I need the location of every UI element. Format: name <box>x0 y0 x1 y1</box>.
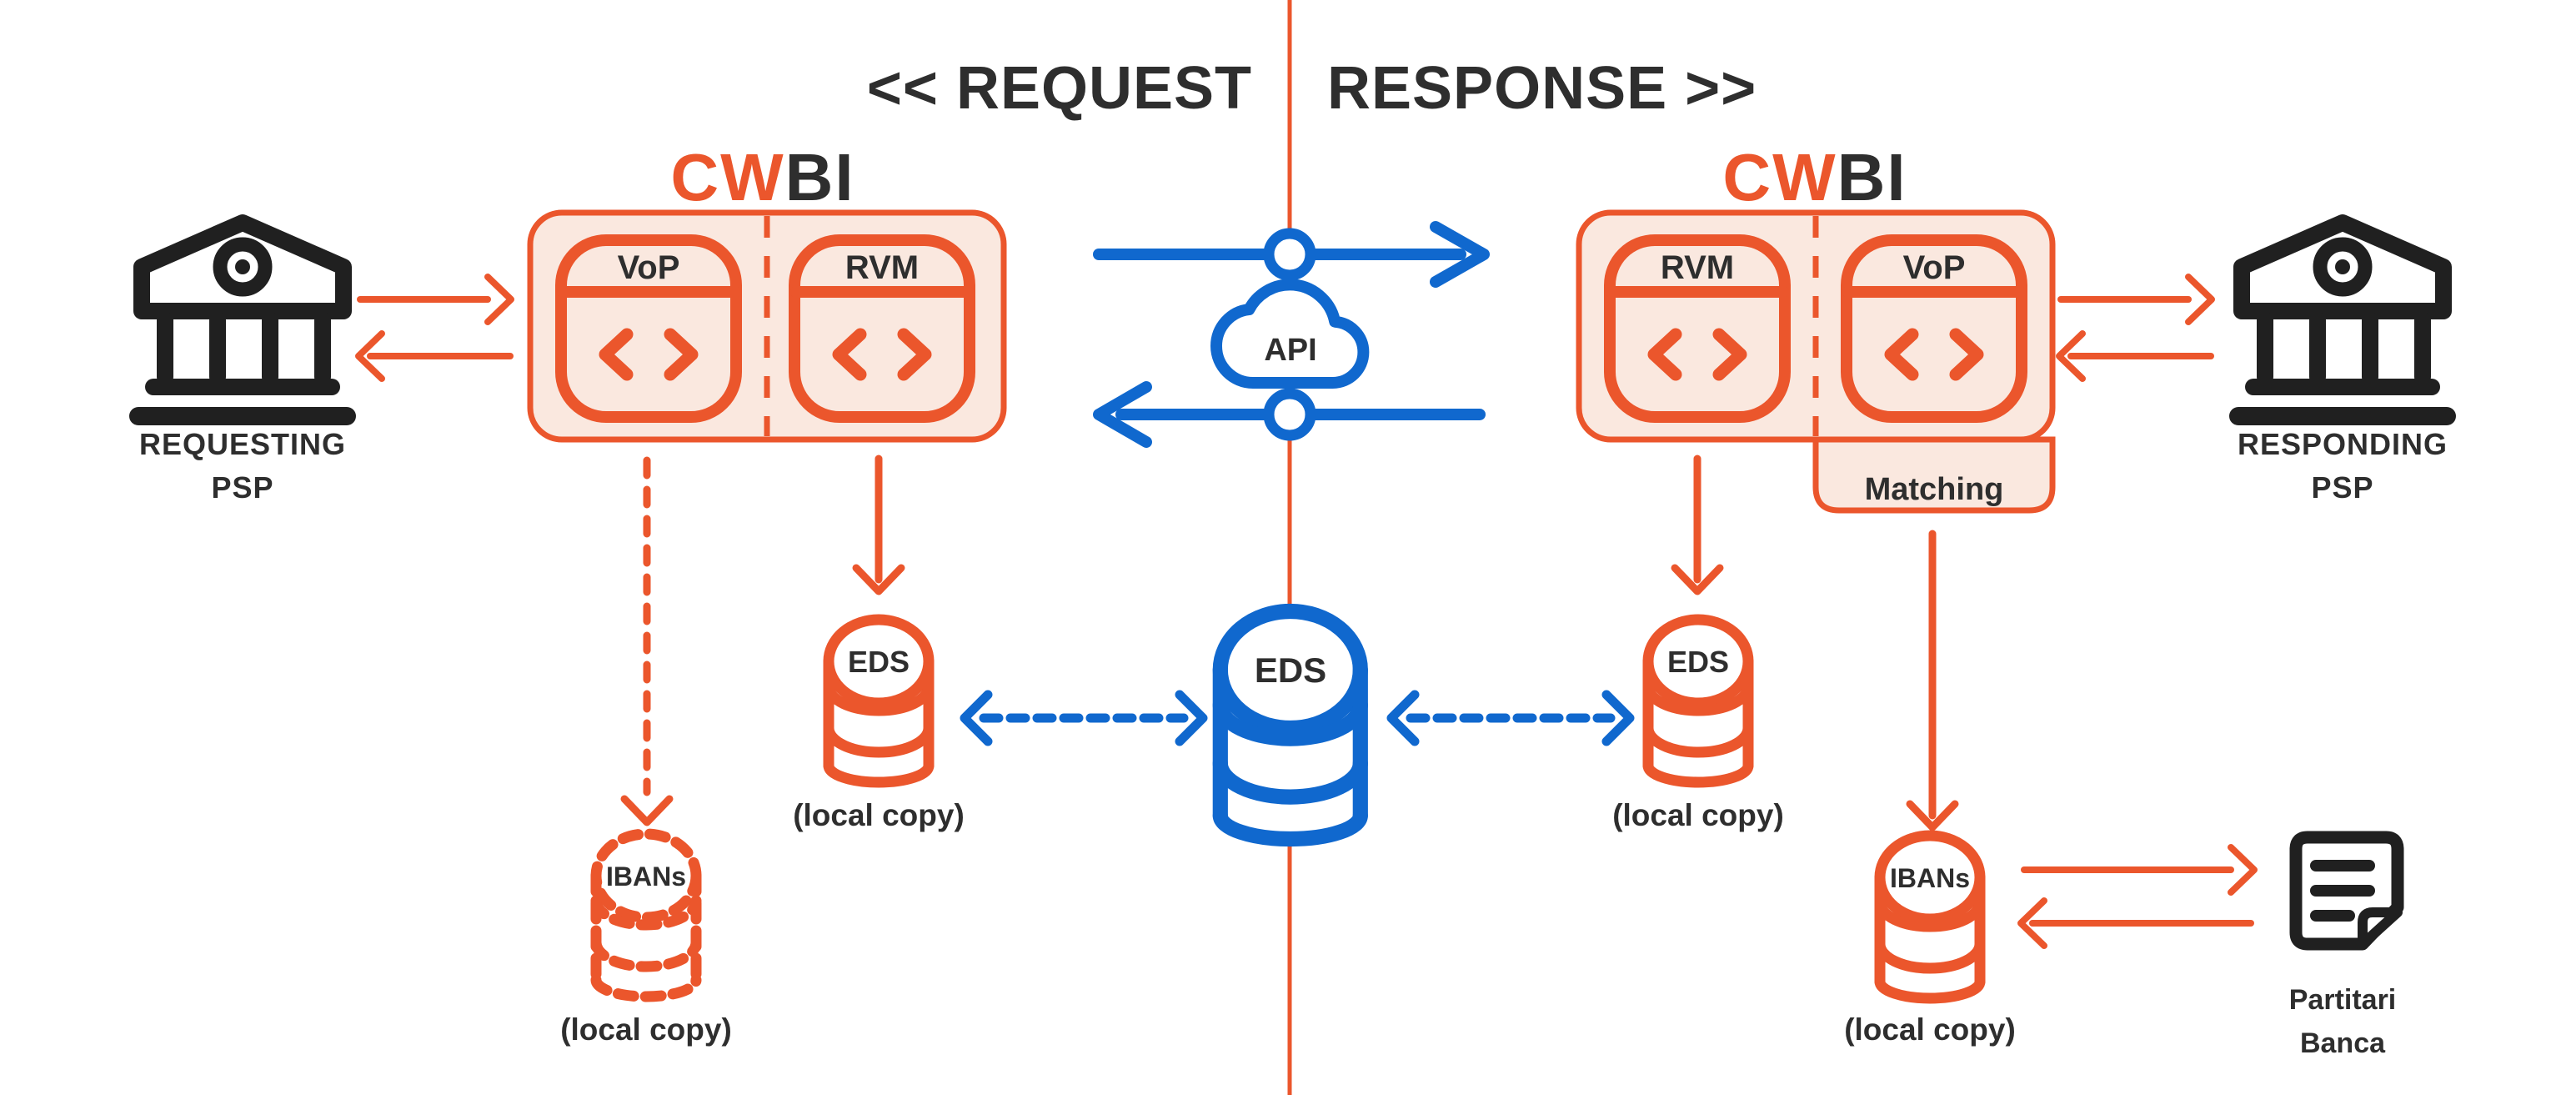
right-eds-caption: (local copy) <box>1612 798 1784 832</box>
left-eds-caption: (local copy) <box>793 798 965 832</box>
left-cwbi-container <box>527 209 1007 443</box>
title-request: << REQUEST <box>867 55 1252 122</box>
central-eds-database-icon <box>1220 611 1361 839</box>
right-cwbi-logo-cw: CW <box>1722 140 1837 214</box>
left-cwbi-logo-bi: BI <box>785 140 855 214</box>
right-vop-module-label: VoP <box>1903 249 1966 286</box>
title-response: RESPONSE >> <box>1327 55 1757 122</box>
left-cwbi-to-psp-arrow <box>355 330 514 382</box>
requesting-psp-bank-icon <box>138 223 347 416</box>
api-top-node <box>1263 228 1316 281</box>
left-cwbi-logo: CWBI <box>670 140 854 214</box>
api-cloud-icon <box>1210 279 1370 389</box>
partitari-banca-label-line1: Partitari <box>2289 984 2397 1016</box>
central-eds-label: EDS <box>1255 650 1326 690</box>
right-cwbi-logo-bi: BI <box>1837 140 1907 214</box>
left-ibans-label: IBANs <box>606 861 686 892</box>
right-ibans-database-icon <box>1880 836 1980 998</box>
left-eds-sync-arrow <box>960 690 1208 746</box>
matching-label: Matching <box>1865 472 2004 507</box>
api-label: API <box>1264 333 1316 368</box>
left-cwbi-logo-cw: CW <box>670 140 784 214</box>
right-eds-label: EDS <box>1667 645 1729 679</box>
right-ibans-caption: (local copy) <box>1844 1012 2016 1047</box>
left-rvm-to-eds-arrow <box>852 455 905 595</box>
matching-box <box>1812 436 2056 514</box>
right-rvm-to-eds-arrow <box>1671 455 1724 595</box>
left-rvm-module-label: RVM <box>845 249 919 286</box>
left-vop-module-label: VoP <box>618 249 680 286</box>
right-cwbi-to-psp-arrow <box>2057 274 2215 325</box>
right-cwbi-logo: CWBI <box>1722 140 1907 214</box>
responding-psp-bank-icon <box>2238 223 2447 416</box>
partitari-banca-document-icon <box>2289 831 2404 951</box>
responding-psp-label-line2: PSP <box>2311 470 2373 505</box>
right-rvm-module-label: RVM <box>1661 249 1734 286</box>
right-ibans-label: IBANs <box>1890 863 1970 893</box>
matching-to-ibans-arrow <box>1906 530 1959 831</box>
left-ibans-database-icon <box>596 834 696 997</box>
ibans-to-partitari-arrow <box>2021 844 2258 896</box>
left-psp-to-cwbi-arrow <box>357 274 514 325</box>
api-bottom-node <box>1263 388 1316 441</box>
left-ibans-caption: (local copy) <box>560 1012 732 1047</box>
left-eds-label: EDS <box>848 645 910 679</box>
responding-psp-label-line1: RESPONDING <box>2238 427 2448 461</box>
requesting-psp-label-line1: REQUESTING <box>139 427 346 461</box>
right-eds-sync-arrow <box>1386 690 1635 746</box>
partitari-banca-label-line2: Banca <box>2300 1027 2386 1059</box>
partitari-to-ibans-arrow <box>2017 897 2254 949</box>
right-psp-to-cwbi-arrow <box>2056 330 2214 382</box>
requesting-psp-label-line2: PSP <box>211 470 273 505</box>
right-cwbi-container <box>1576 209 2056 443</box>
left-vop-to-ibans-dashed-arrow <box>620 456 674 826</box>
